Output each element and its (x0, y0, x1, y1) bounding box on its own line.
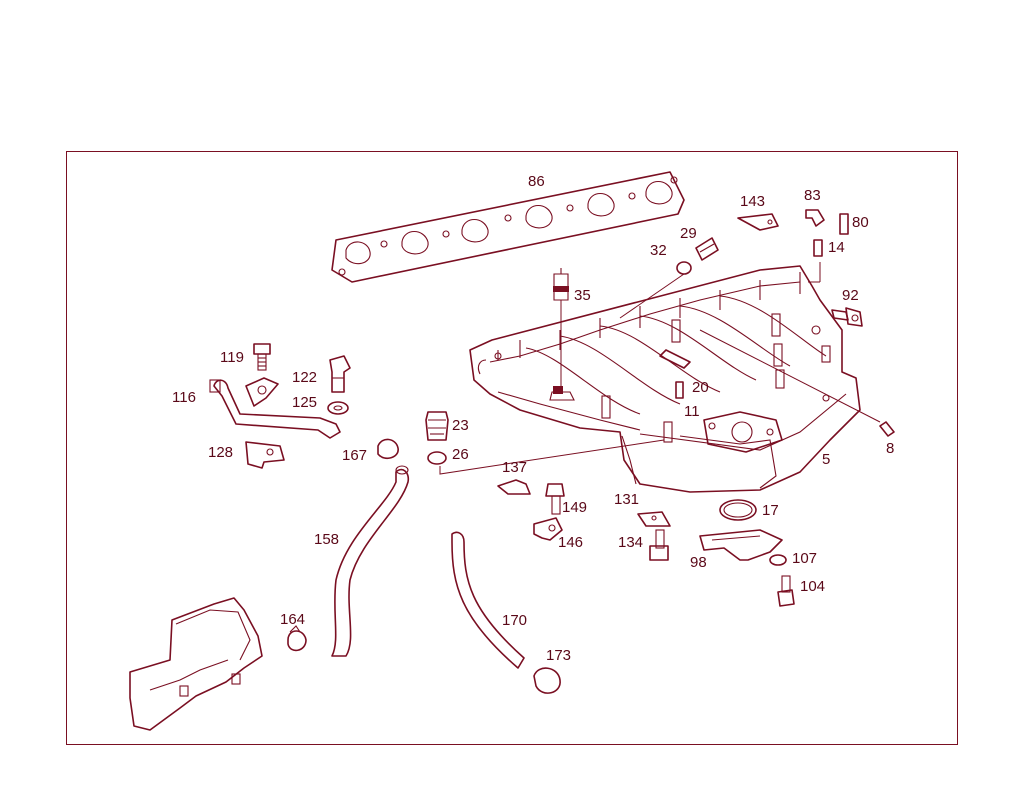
callout-8: 8 (886, 440, 895, 457)
part-86-gasket[interactable] (331, 171, 685, 283)
callout-104: 104 (800, 578, 826, 595)
part-134-bolt[interactable] (649, 529, 669, 561)
callout-35: 35 (574, 287, 591, 304)
part-122-banjo-bolt[interactable] (329, 355, 351, 393)
callout-86: 86 (528, 173, 545, 190)
callout-122: 122 (292, 369, 318, 386)
part-149-bolt[interactable] (545, 483, 565, 515)
callout-173: 173 (546, 647, 572, 664)
diagram-frame (66, 151, 958, 745)
part-116-pipe[interactable] (209, 377, 341, 439)
callout-107: 107 (792, 550, 818, 567)
callout-125: 125 (292, 394, 318, 411)
callout-137: 137 (502, 459, 528, 476)
callout-26: 26 (452, 446, 469, 463)
callout-98: 98 (690, 554, 707, 571)
callout-20: 20 (692, 379, 709, 396)
callout-83: 83 (804, 187, 821, 204)
callout-32: 32 (650, 242, 667, 259)
part-20-pin[interactable] (659, 349, 691, 369)
callout-146: 146 (558, 534, 584, 551)
part-158-hose[interactable] (331, 465, 410, 657)
part-98-support[interactable] (699, 529, 783, 561)
part-131-bracket[interactable] (637, 511, 671, 527)
part-92-bolt[interactable] (831, 307, 863, 327)
callout-170: 170 (502, 612, 528, 629)
part-5-intake-manifold[interactable] (469, 265, 861, 493)
part-119-bolt[interactable] (253, 343, 271, 371)
part-170-hose[interactable] (451, 531, 525, 669)
part-173-clamp[interactable] (533, 667, 561, 694)
callout-158: 158 (314, 531, 340, 548)
callout-116: 116 (172, 389, 196, 406)
part-32-oring[interactable] (676, 261, 692, 275)
part-137-clip[interactable] (497, 479, 531, 495)
callout-128: 128 (208, 444, 234, 461)
part-8-pin[interactable] (879, 421, 895, 437)
callout-11: 11 (684, 403, 700, 420)
callout-92: 92 (842, 287, 859, 304)
callout-149: 149 (562, 499, 588, 516)
callout-14: 14 (828, 239, 845, 256)
part-23-fitting[interactable] (425, 411, 449, 441)
callout-5: 5 (822, 451, 831, 468)
callout-134: 134 (618, 534, 644, 551)
callout-119: 119 (220, 349, 244, 366)
callout-80: 80 (852, 214, 869, 231)
part-107-washer[interactable] (769, 554, 787, 566)
part-104-bolt[interactable] (777, 575, 795, 607)
part-143-bracket[interactable] (737, 213, 779, 231)
callout-131: 131 (614, 491, 640, 508)
part-83-hose[interactable] (805, 209, 825, 227)
part-125-washer[interactable] (327, 401, 349, 415)
part-29-plug[interactable] (695, 237, 719, 261)
callout-143: 143 (740, 193, 766, 210)
part-11-pin[interactable] (675, 381, 684, 399)
part-128-bracket[interactable] (245, 441, 285, 469)
part-167-clamp[interactable] (377, 438, 399, 460)
callout-17: 17 (762, 502, 779, 519)
part-164-clamp[interactable] (287, 625, 307, 652)
part-80-plug[interactable] (839, 213, 849, 235)
part-14-plug[interactable] (813, 239, 823, 257)
part-26-washer[interactable] (427, 451, 447, 465)
part-cover[interactable] (129, 597, 263, 731)
callout-23: 23 (452, 417, 469, 434)
callout-29: 29 (680, 225, 697, 242)
part-146-bracket[interactable] (533, 517, 563, 541)
part-17-gasket-ring[interactable] (719, 499, 757, 521)
callout-164: 164 (280, 611, 306, 628)
part-35-sensor[interactable] (549, 268, 575, 401)
callout-167: 167 (342, 447, 368, 464)
